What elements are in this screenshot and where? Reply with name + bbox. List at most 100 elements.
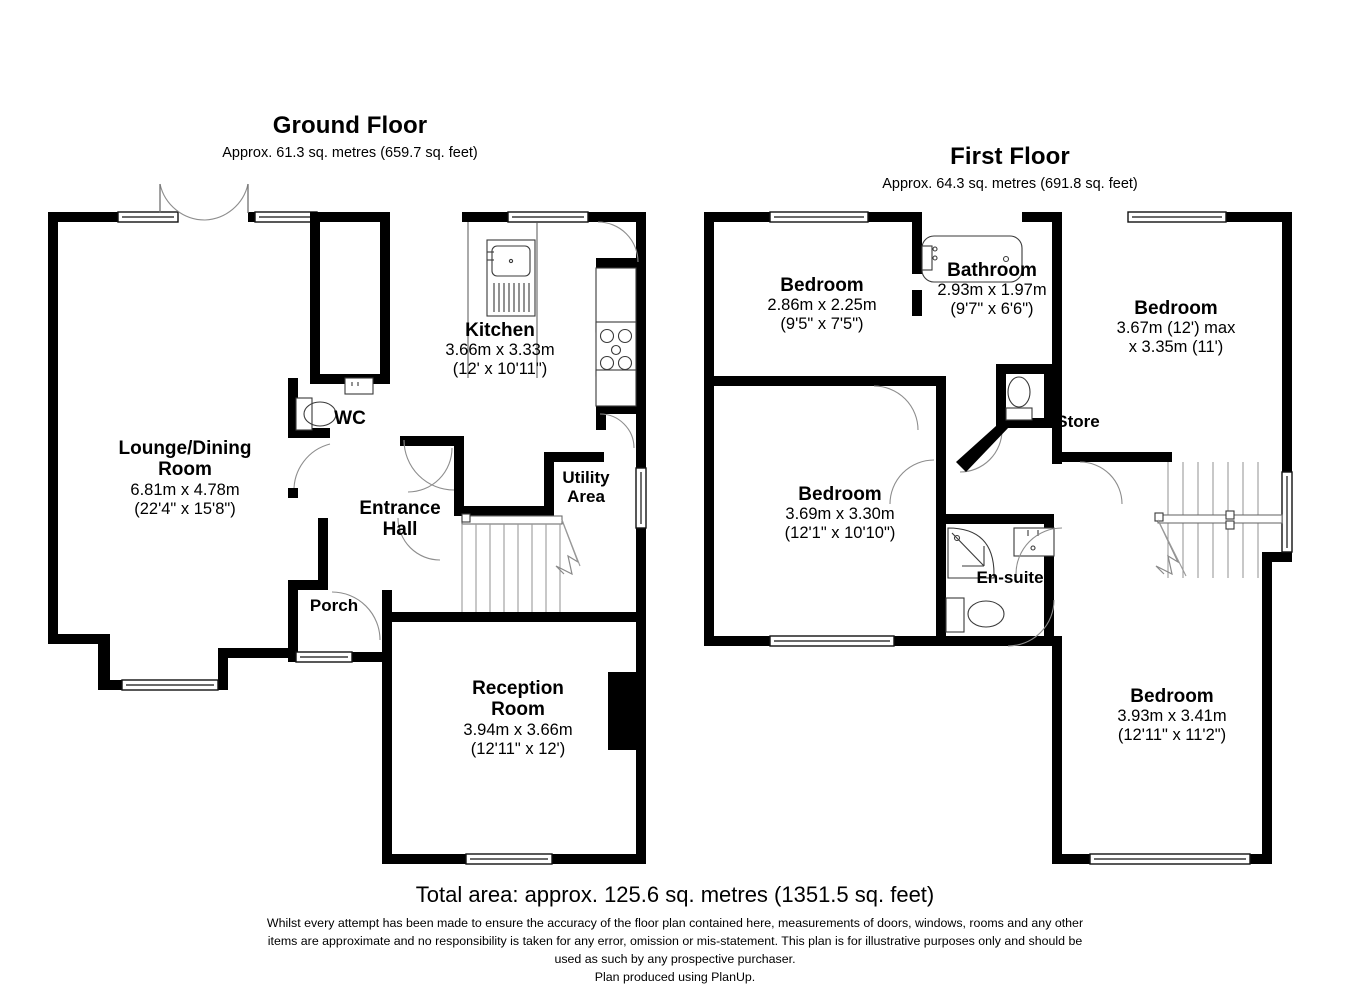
wall-ff-west xyxy=(704,212,714,644)
wall-lounge-east-a xyxy=(288,378,298,436)
room-name-line2: Area xyxy=(567,487,605,507)
door-arc-bed-mid-left xyxy=(889,459,935,505)
wall-kitchen-north-c xyxy=(584,212,646,222)
room-name-line1: Bedroom xyxy=(780,275,864,296)
ensuite-wc-pan xyxy=(967,600,1005,628)
disclaimer-line-4: Plan produced using PlanUp. xyxy=(594,969,756,984)
room-name-line1: Kitchen xyxy=(465,320,535,341)
door-arc-utility-s xyxy=(599,413,635,449)
wall-bath-angled xyxy=(956,426,1010,472)
disclaimer-block: Whilst every attempt has been made to en… xyxy=(225,915,1125,987)
wall-recep-north xyxy=(454,612,646,622)
room-dim-imperial: (12'1" x 10'10") xyxy=(784,524,896,543)
wall-kitchen-north-b xyxy=(462,212,514,222)
wall-bedrear-west xyxy=(1052,644,1062,864)
room-dim-metric: 3.69m x 3.30m xyxy=(785,505,895,524)
room-dim-metric: 3.67m (12') max xyxy=(1116,319,1236,338)
wall-utility-west-c xyxy=(544,452,554,516)
bathroom-wc-cistern xyxy=(1005,407,1033,421)
room-name-line1: Reception xyxy=(472,678,564,699)
shower-drain xyxy=(953,534,961,542)
bath-tap xyxy=(932,246,938,252)
wall-bath-south xyxy=(996,364,1054,374)
ff-stair-arrow xyxy=(1155,519,1180,576)
wall-lounge-west xyxy=(48,212,58,644)
wall-lounge-north-a xyxy=(48,212,130,222)
door-arc-french-right xyxy=(204,183,249,221)
wall-ff-div-b xyxy=(936,376,946,524)
room-dim-imperial: (9'7" x 6'6") xyxy=(950,300,1034,319)
wall-kitchen-north-a xyxy=(310,212,390,222)
wall-lounge-south-c xyxy=(218,648,296,658)
room-label-utility-area: Utility Area xyxy=(540,468,632,506)
ground-floor-drawing xyxy=(48,183,647,865)
wall-bath-corner xyxy=(912,306,922,316)
ground-floor-area: Approx. 61.3 sq. metres (659.7 sq. feet) xyxy=(222,145,478,161)
wall-recep-north-a xyxy=(382,612,462,622)
room-label-bedroom-front-right: Bedroom 3.67m (12') max x 3.35m (11') xyxy=(1076,298,1276,357)
room-dim-metric: 3.93m x 3.41m xyxy=(1117,707,1227,726)
wall-hall-east xyxy=(454,444,464,516)
stair-rail xyxy=(461,515,563,525)
hob-ring xyxy=(599,328,615,344)
room-name-line1: Entrance xyxy=(359,498,441,519)
wall-bed-right-west xyxy=(1052,212,1062,462)
room-label-entrance-hall: Entrance Hall xyxy=(330,498,470,541)
wall-hall-north-a xyxy=(400,436,464,446)
room-name-line2: Room xyxy=(491,699,545,721)
room-name-line2: Room xyxy=(158,459,212,481)
room-dim-imperial: x 3.35m (11') xyxy=(1128,338,1224,357)
door-arc-hall-recep xyxy=(397,517,441,561)
wc-basin xyxy=(344,377,374,395)
room-dim-imperial: (12'11" x 12') xyxy=(470,739,566,758)
stair-newel xyxy=(461,513,471,523)
wall-east-main xyxy=(636,212,646,646)
bathroom-wc-pan xyxy=(1007,376,1031,408)
first-floor-drawing xyxy=(704,211,1293,865)
room-dim-imperial: (12' x 10'11") xyxy=(452,360,548,379)
door-arc-bed-rear xyxy=(1079,461,1123,505)
room-dim-metric: 6.81m x 4.78m xyxy=(130,480,240,499)
room-label-en-suite: En-suite xyxy=(976,568,1044,587)
room-label-bathroom: Bathroom 2.93m x 1.97m (9'7" x 6'6") xyxy=(908,260,1076,319)
ensuite-basin xyxy=(1013,527,1055,557)
shower-diagonal xyxy=(951,532,985,567)
room-dim-metric: 2.93m x 1.97m xyxy=(937,281,1047,300)
disclaimer-line-1: Whilst every attempt has been made to en… xyxy=(266,916,1084,930)
hob-ring xyxy=(617,328,633,344)
disclaimer-line-3: used as such by any prospective purchase… xyxy=(554,951,796,966)
door-arc-wc xyxy=(293,443,331,493)
wall-kitchen-div xyxy=(380,212,390,384)
bath-tap xyxy=(932,255,938,261)
kitchen-sink-bowl xyxy=(491,245,531,277)
room-name-line1: Utility xyxy=(562,468,610,487)
wall-utility-west-b xyxy=(596,404,606,430)
total-area-label: Total area: approx. 125.6 sq. metres (13… xyxy=(415,882,935,907)
wall-lounge-south-a xyxy=(48,634,110,644)
room-dim-metric: 3.66m x 3.33m xyxy=(445,341,555,360)
wall-lounge-bay-e xyxy=(218,648,228,690)
wall-bath-west-top xyxy=(912,212,922,274)
door-arc-porch xyxy=(331,591,381,641)
wall-lounge-east-b xyxy=(288,580,298,644)
wall-hall-north-b xyxy=(454,506,554,516)
wall-ensuite-west xyxy=(936,514,946,646)
kitchen-sink-plug xyxy=(508,258,514,264)
wall-recep-chimney xyxy=(608,672,646,750)
door-arc-french-left xyxy=(159,183,206,221)
wall-ff-north-b xyxy=(866,212,920,222)
wall-bath-east-lower xyxy=(996,364,1006,426)
room-dim-metric: 2.86m x 2.25m xyxy=(767,296,877,315)
ff-stair-diagonal xyxy=(1157,519,1187,577)
room-label-wc: WC xyxy=(334,408,366,429)
ground-floor-title: Ground Floor xyxy=(272,112,428,139)
wall-store-south xyxy=(996,418,1054,428)
wall-hall-west xyxy=(318,518,328,588)
room-label-porch: Porch xyxy=(309,596,359,615)
door-arc-ensuite xyxy=(1015,527,1063,575)
wall-ff-south-c xyxy=(940,636,1062,646)
door-arc-kitchen-hall xyxy=(403,439,455,491)
room-label-bedroom-mid-left: Bedroom 3.69m x 3.30m (12'1" x 10'10") xyxy=(740,484,940,543)
